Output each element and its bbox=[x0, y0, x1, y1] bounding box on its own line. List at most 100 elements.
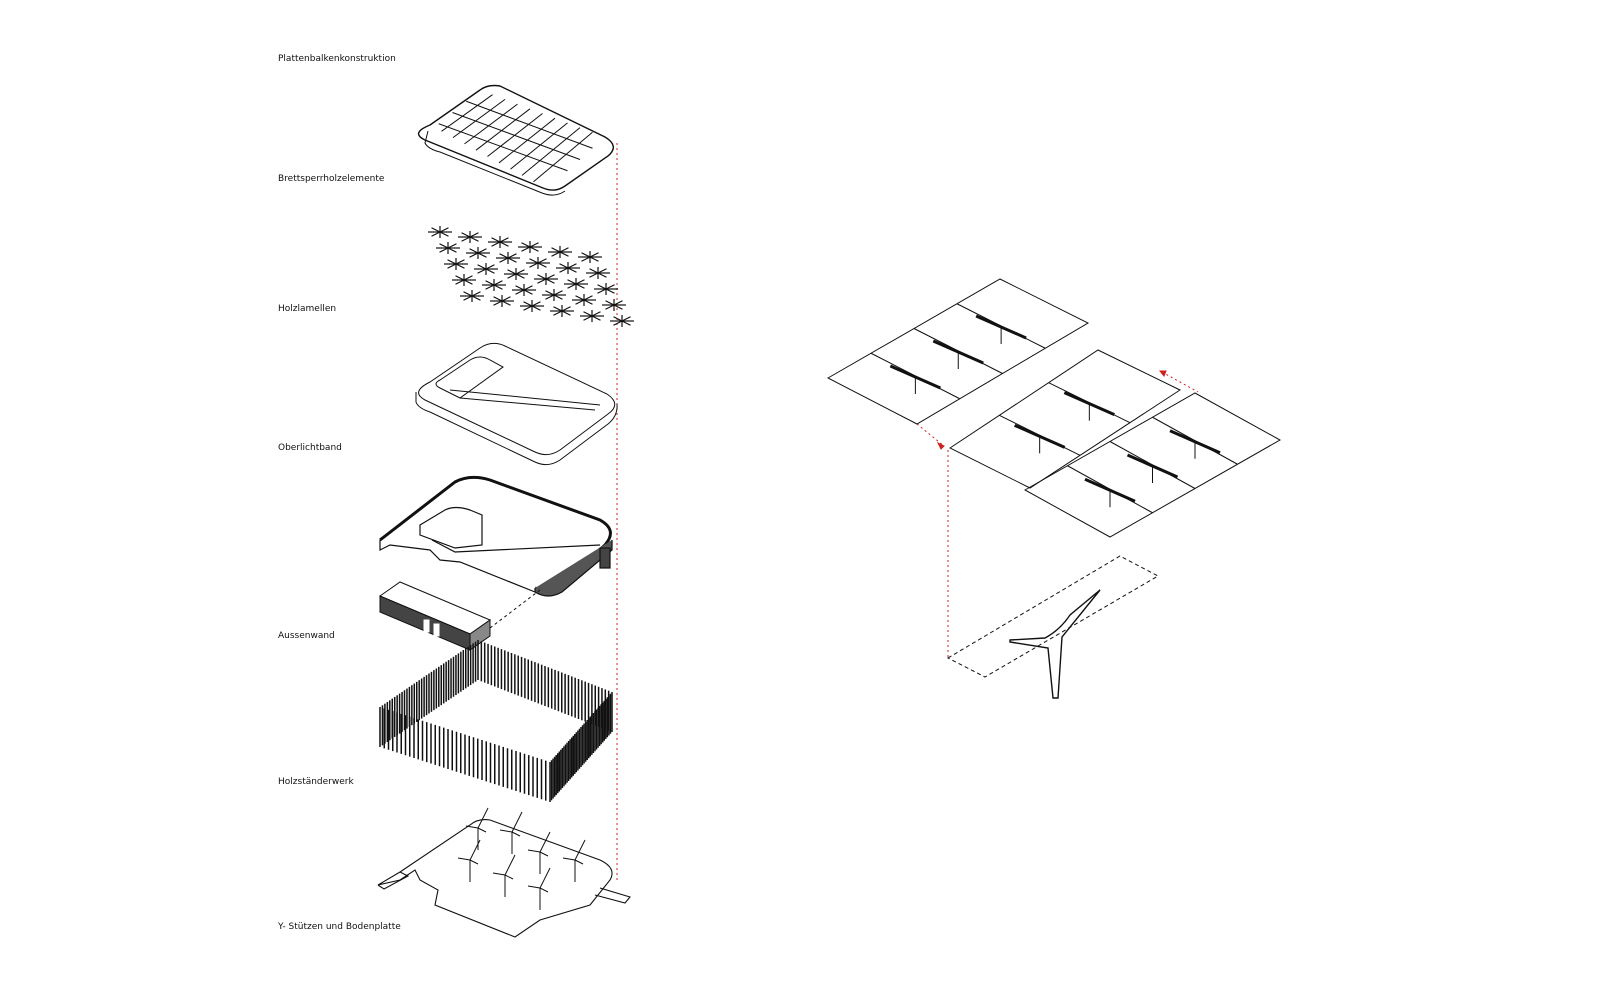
lamella bbox=[523, 289, 533, 295]
slab-beam bbox=[466, 100, 593, 149]
bodenplatte bbox=[377, 819, 631, 938]
lamella bbox=[447, 259, 457, 265]
lamella bbox=[477, 252, 487, 258]
y-column-arm bbox=[539, 851, 549, 857]
lamella bbox=[507, 269, 517, 275]
lamella bbox=[589, 272, 599, 278]
lamella bbox=[581, 252, 591, 258]
y-column-arm bbox=[539, 887, 549, 893]
lamella bbox=[605, 304, 615, 310]
label-oberlichtband: Oberlichtband bbox=[278, 443, 342, 453]
y-column-detail bbox=[946, 555, 1160, 699]
y-column-arm bbox=[477, 827, 487, 833]
lamella bbox=[537, 258, 547, 264]
lamella bbox=[589, 268, 599, 274]
lamella bbox=[589, 256, 599, 262]
lamella bbox=[439, 243, 449, 249]
lamella bbox=[493, 300, 503, 306]
lamella bbox=[559, 247, 569, 253]
y-column-arm bbox=[511, 831, 521, 837]
lamella bbox=[529, 262, 539, 268]
lamella bbox=[553, 290, 563, 296]
lamella bbox=[567, 283, 577, 289]
lamella bbox=[545, 290, 555, 296]
lamella bbox=[523, 301, 533, 307]
lamella bbox=[561, 310, 571, 316]
lamella bbox=[471, 295, 481, 301]
lamella bbox=[499, 241, 509, 247]
y-column-arm bbox=[504, 854, 516, 876]
lamella bbox=[545, 274, 555, 280]
lamella bbox=[605, 300, 615, 306]
slab-joint bbox=[487, 113, 543, 157]
oberlichtband bbox=[379, 475, 613, 597]
slab-beam bbox=[438, 123, 568, 172]
lamella bbox=[515, 289, 525, 295]
lamella bbox=[605, 288, 615, 294]
lamella bbox=[553, 306, 563, 312]
lamella bbox=[469, 236, 479, 242]
lamella bbox=[583, 315, 593, 321]
y-column-arm bbox=[504, 874, 514, 880]
lamella bbox=[567, 263, 577, 269]
lamella bbox=[581, 256, 591, 262]
y-column-arm bbox=[465, 825, 479, 829]
y-column-arm bbox=[469, 839, 481, 861]
lamella bbox=[515, 273, 525, 279]
lamella bbox=[537, 278, 547, 284]
lamella bbox=[521, 246, 531, 252]
lamella bbox=[491, 237, 501, 243]
lamella bbox=[613, 300, 623, 306]
lamella bbox=[431, 231, 441, 237]
label-holzlamellen: Holzlamellen bbox=[278, 304, 337, 314]
roof-module-center bbox=[949, 349, 1182, 489]
lamella bbox=[529, 246, 539, 252]
lamella bbox=[567, 279, 577, 285]
guide-arrow bbox=[936, 441, 945, 450]
lamella bbox=[529, 258, 539, 264]
lamella bbox=[485, 264, 495, 270]
lamella bbox=[575, 279, 585, 285]
lamella bbox=[455, 275, 465, 281]
lamella bbox=[485, 268, 495, 274]
y-column-arm bbox=[511, 811, 523, 833]
lamella bbox=[447, 243, 457, 249]
lamella bbox=[553, 310, 563, 316]
y-column-arm bbox=[574, 859, 584, 865]
lamella bbox=[575, 299, 585, 305]
brettsperrholz-lamellae bbox=[428, 226, 634, 327]
lamella bbox=[575, 295, 585, 301]
lamella bbox=[455, 263, 465, 269]
label-brettsperrholzelemente: Brettsperrholzelemente bbox=[278, 174, 385, 184]
lamella bbox=[591, 315, 601, 321]
label-holzstaenderwerk: Holzständerwerk bbox=[278, 777, 354, 787]
lamella bbox=[493, 280, 503, 286]
y-column-arm bbox=[469, 859, 479, 865]
lamella bbox=[531, 305, 541, 311]
lamella bbox=[529, 242, 539, 248]
lamella bbox=[439, 231, 449, 237]
lamella bbox=[523, 305, 533, 311]
lamella bbox=[597, 272, 607, 278]
lamella bbox=[531, 301, 541, 307]
lamella bbox=[491, 241, 501, 247]
y-column-arm bbox=[457, 857, 471, 861]
lamella bbox=[499, 257, 509, 263]
lamella bbox=[521, 242, 531, 248]
lamella bbox=[477, 268, 487, 274]
y-column-arm bbox=[539, 867, 551, 889]
lamella bbox=[545, 294, 555, 300]
plattenbalken-slab bbox=[417, 84, 614, 196]
lamella bbox=[559, 263, 569, 269]
y-column-arm bbox=[499, 829, 513, 833]
lamella bbox=[605, 284, 615, 290]
lamella bbox=[469, 232, 479, 238]
lamella bbox=[515, 285, 525, 291]
slab-beam bbox=[452, 112, 581, 160]
lamella bbox=[597, 288, 607, 294]
lamella bbox=[559, 251, 569, 257]
slab-joint bbox=[498, 117, 556, 164]
y-column-arm bbox=[562, 857, 576, 861]
y-column-arm bbox=[527, 885, 541, 889]
roof-module-left bbox=[826, 278, 1090, 425]
